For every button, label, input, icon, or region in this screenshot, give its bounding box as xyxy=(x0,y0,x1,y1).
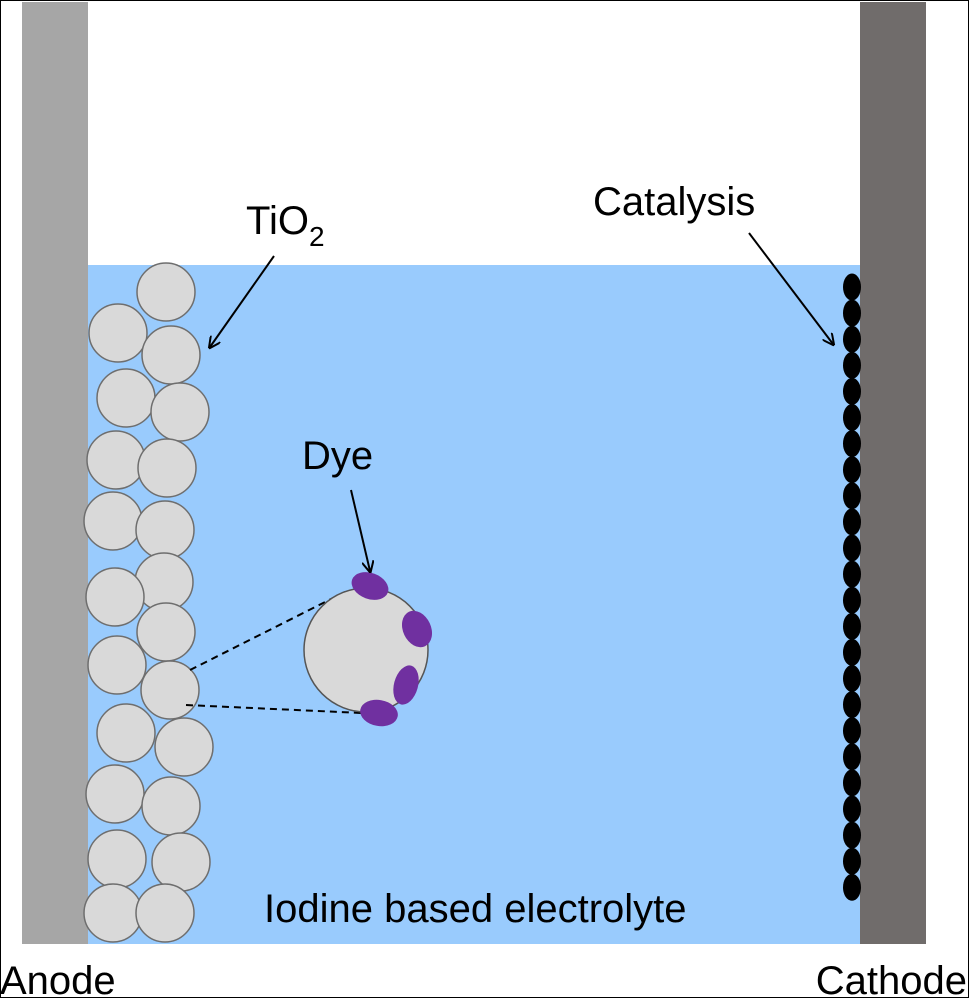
tio2-particle xyxy=(88,303,148,363)
dye-molecules xyxy=(351,572,433,727)
tio2-particle xyxy=(141,325,201,385)
catalysis-arrow xyxy=(748,232,833,344)
catalyst-particle xyxy=(843,638,861,666)
tio2-particle xyxy=(150,382,210,442)
catalyst-particle xyxy=(843,377,861,405)
tio2-particle xyxy=(85,567,145,627)
catalyst-particle xyxy=(843,351,861,379)
catalyst-particle xyxy=(843,273,861,301)
catalyst-particle xyxy=(843,430,861,458)
catalyst-layer xyxy=(843,273,861,901)
tio2-particle xyxy=(87,829,147,889)
dye-molecule xyxy=(360,699,398,727)
catalyst-particle xyxy=(843,586,861,614)
tio2-particle xyxy=(140,660,200,720)
tio2-particle xyxy=(83,883,143,943)
catalyst-particle xyxy=(843,795,861,823)
dye-molecule xyxy=(393,665,419,705)
catalyst-particle xyxy=(843,299,861,327)
tio2-particle xyxy=(83,491,143,551)
dye-label: Dye xyxy=(302,434,373,478)
zoom-line-top xyxy=(189,591,346,671)
anode-electrode xyxy=(22,2,88,944)
tio2-particle xyxy=(87,635,147,695)
cathode-label: Cathode xyxy=(816,959,967,998)
catalyst-particle xyxy=(843,847,861,875)
catalyst-particle xyxy=(843,743,861,771)
tio2-particle xyxy=(135,883,195,943)
dye-molecule xyxy=(351,572,389,600)
tio2-particle xyxy=(136,262,196,322)
catalyst-particle xyxy=(843,717,861,745)
tio2-particle xyxy=(85,764,145,824)
catalyst-particle xyxy=(843,873,861,901)
catalyst-particle xyxy=(843,404,861,431)
tio2-arrow xyxy=(210,255,275,347)
tio2-particle xyxy=(137,438,197,498)
dye-arrow xyxy=(350,489,370,571)
catalyst-particle xyxy=(843,508,861,536)
catalyst-particle xyxy=(843,482,861,510)
tio2-particle xyxy=(135,500,195,560)
anode-label: Anode xyxy=(0,959,116,998)
electrolyte-label: Iodine based electrolyte xyxy=(264,887,687,931)
cathode-electrode xyxy=(860,2,926,944)
catalyst-particle xyxy=(843,665,861,692)
catalyst-particle xyxy=(843,325,861,353)
catalyst-particle xyxy=(843,769,861,797)
tio2-particle xyxy=(141,776,201,836)
tio2-particle-stack xyxy=(83,262,214,943)
tio2-particle xyxy=(96,368,156,428)
zoom-line-bottom xyxy=(185,704,363,714)
electrolyte-region xyxy=(88,265,860,944)
tio2-particle xyxy=(154,717,214,777)
catalyst-particle xyxy=(843,560,861,588)
catalyst-particle xyxy=(843,612,861,640)
dye-molecule xyxy=(401,610,433,648)
catalyst-particle xyxy=(843,534,861,562)
tio2-particle xyxy=(151,832,211,892)
tio2-particle xyxy=(136,602,196,662)
tio2-label: TiO2 xyxy=(246,199,325,252)
tio2-particle xyxy=(96,703,156,763)
catalyst-particle xyxy=(843,691,861,719)
catalyst-particle xyxy=(843,821,861,849)
tio2-particle xyxy=(86,430,146,490)
catalysis-label: Catalysis xyxy=(593,180,755,224)
catalyst-particle xyxy=(843,456,861,484)
